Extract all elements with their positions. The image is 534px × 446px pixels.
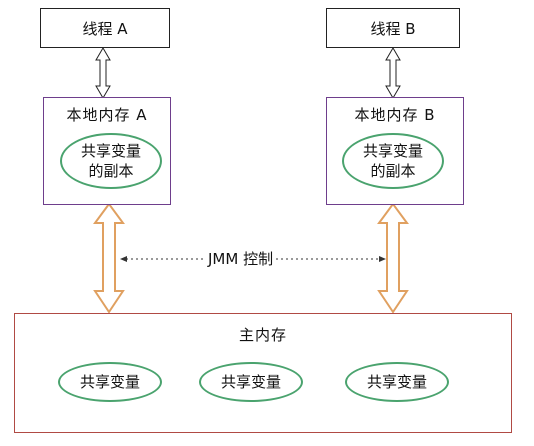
local-a-main-double-arrow	[93, 202, 125, 314]
thread-a-box: 线程 A	[40, 8, 170, 48]
local-memory-a-title: 本地内存 A	[66, 106, 148, 124]
thread-b-double-arrow	[385, 47, 401, 99]
local-b-copy-line1: 共享变量	[362, 142, 423, 160]
thread-b-label: 线程 B	[370, 19, 416, 38]
main-shared-variable-label: 共享变量	[79, 373, 140, 391]
local-a-copy-line2: 的副本	[88, 162, 134, 180]
jmm-arrowhead-left	[120, 256, 127, 262]
local-b-main-double-arrow	[377, 202, 409, 314]
jmm-control-label: JMM 控制	[205, 248, 277, 269]
local-memory-b-copy-ellipse: 共享变量 的副本	[342, 133, 444, 189]
main-shared-variable-ellipse: 共享变量	[345, 362, 449, 402]
local-b-copy-line2: 的副本	[370, 162, 416, 180]
main-shared-variable-label: 共享变量	[220, 373, 281, 391]
thread-b-box: 线程 B	[326, 8, 460, 48]
main-memory-title: 主内存	[238, 326, 287, 344]
jmm-arrowhead-right	[379, 256, 386, 262]
main-shared-variable-label: 共享变量	[366, 373, 427, 391]
local-memory-a-copy-ellipse: 共享变量 的副本	[60, 133, 162, 189]
thread-a-double-arrow	[95, 47, 111, 99]
local-memory-b-title: 本地内存 B	[354, 106, 436, 124]
main-shared-variable-ellipse: 共享变量	[58, 362, 162, 402]
thread-a-label: 线程 A	[82, 19, 128, 38]
main-shared-variable-ellipse: 共享变量	[199, 362, 303, 402]
local-a-copy-line1: 共享变量	[80, 142, 141, 160]
